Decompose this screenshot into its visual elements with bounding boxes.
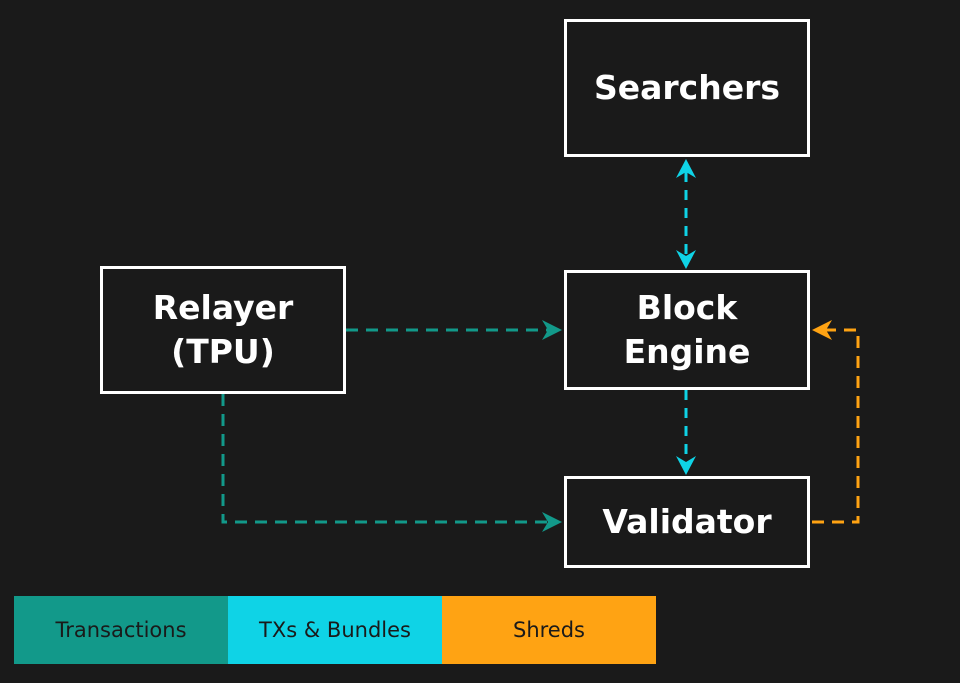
searchers-label: Searchers	[593, 68, 781, 107]
arrowhead-block-engine-left	[542, 320, 562, 340]
legend-label-txs-bundles: TXs & Bundles	[259, 618, 411, 642]
arrowhead-searchers-bottom	[676, 159, 696, 178]
block-engine-label-line2: Engine	[623, 332, 751, 371]
legend-item-txs-bundles: TXs & Bundles	[228, 596, 442, 664]
block-engine-label-line1: Block	[636, 288, 738, 327]
legend-label-transactions: Transactions	[55, 618, 187, 642]
relayer-label: Relayer	[152, 288, 294, 327]
arrowhead-validator-left	[542, 512, 562, 532]
legend-item-transactions: Transactions	[14, 596, 228, 664]
arrowhead-block-engine-top	[676, 250, 696, 269]
arrowhead-validator-top	[676, 456, 696, 475]
edge-relayer-to-validator	[221, 394, 550, 524]
block-engine-node: Block Engine	[564, 270, 810, 390]
edge-validator-to-block-engine-shreds	[812, 328, 860, 524]
legend-label-shreds: Shreds	[512, 618, 585, 642]
arrowhead-block-engine-right	[812, 320, 832, 340]
legend: Transactions TXs & Bundles Shreds	[14, 596, 656, 664]
relayer-sublabel: (TPU)	[171, 332, 275, 371]
legend-item-shreds: Shreds	[442, 596, 656, 664]
validator-label: Validator	[602, 502, 772, 541]
searchers-node: Searchers	[564, 19, 810, 157]
relayer-node: Relayer (TPU)	[100, 266, 346, 394]
validator-node: Validator	[564, 476, 810, 568]
